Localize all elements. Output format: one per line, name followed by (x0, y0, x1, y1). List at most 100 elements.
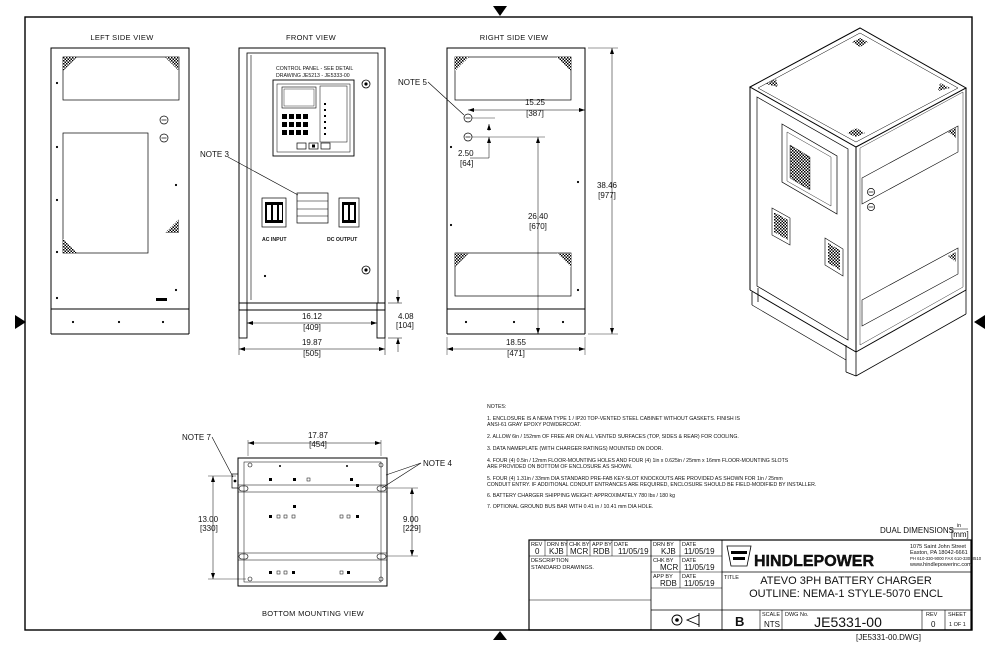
note-line: 4. FOUR (4) 0.5in / 12mm FLOOR-MOUNTING … (487, 458, 789, 464)
dual-dimensions-label: DUAL DIMENSIONS (880, 526, 954, 535)
note-4-callout: NOTE 4 (423, 459, 452, 468)
notes-block: NOTES: 1. ENCLOSURE IS A NEMA TYPE 1 / I… (487, 404, 816, 510)
note-5-callout: NOTE 5 (398, 78, 427, 87)
tb-drawn-by-value: KJB (661, 547, 676, 556)
right-side-view: RIGHT SIDE VIEW NOTE 5 15.25 [387] (398, 33, 618, 358)
bottom-width-dim: 17.87 (308, 431, 329, 440)
sheet-size-value: B (735, 614, 744, 629)
knockout-x-dim: 15.25 (525, 98, 546, 107)
control-panel-label-2: DRAWING JE5213 - JE5333-00 (276, 73, 350, 79)
front-inner-width-mm: [409] (303, 323, 321, 332)
knockout-y-mm: [64] (460, 159, 473, 168)
tb-chk-header: CHK BY (569, 542, 590, 548)
tb-approved-date-value: 11/05/19 (684, 579, 715, 588)
tb-app-header: APP BY (592, 542, 612, 548)
top-center-arrow (493, 6, 507, 16)
note-line: 6. BATTERY CHARGER SHIPPING WEIGHT: APPR… (487, 493, 675, 499)
left-side-view: LEFT SIDE VIEW (50, 33, 190, 335)
dual-dimensions-unit-in: in (957, 523, 961, 529)
tb-checked-by-header: CHK BY (653, 558, 674, 564)
dc-output-label: DC OUTPUT (327, 237, 358, 243)
control-panel-label-1: CONTROL PANEL - SEE DETAIL (276, 66, 353, 72)
bottom-view-caption: BOTTOM MOUNTING VIEW (262, 609, 365, 618)
knockout-y-dim: 2.50 (458, 149, 474, 158)
depth-mm: [471] (507, 349, 525, 358)
tb-scale-value: NTS (764, 620, 780, 629)
tb-drawn-date-header: DATE (682, 542, 697, 548)
dc-output-breaker (338, 197, 360, 228)
company-address-2: Easton, PA 18042-6661 (910, 550, 968, 556)
note-line: ARE PROVIDED ON BOTTOM OF ENCLOSURE AS S… (487, 464, 632, 470)
right-view-caption: RIGHT SIDE VIEW (480, 33, 549, 42)
tb-checked-date-header: DATE (682, 558, 697, 564)
front-base-height-dim: 4.08 (398, 312, 414, 321)
tb-title-header: TITLE (724, 575, 739, 581)
tb-rev-header: REV (531, 542, 543, 548)
front-inner-width-dim: 16.12 (302, 312, 323, 321)
note-line: 3. DATA NAMEPLATE (WITH CHARGER RATINGS)… (487, 446, 663, 452)
company-logo-text: HINDLEPOWER (754, 553, 874, 570)
tb-date-header: DATE (614, 542, 629, 548)
drawing-number: JE5331-00 (814, 614, 882, 630)
ac-input-breaker (261, 197, 287, 228)
tb-approved-date-header: DATE (682, 574, 697, 580)
bottom-mounting-view: 17.87 [454] 13.00 [330] 9.00 [229] NOTE … (182, 431, 452, 618)
bottom-center-arrow (493, 631, 507, 640)
front-width-dim: 19.87 (302, 338, 323, 347)
company-address-1: 1075 Saint John Street (910, 544, 966, 550)
note-line: 1. ENCLOSURE IS A NEMA TYPE 1 / IP20 TOP… (487, 416, 741, 422)
company-website: www.hindlepowerinc.com (909, 562, 972, 568)
right-center-arrow (974, 315, 985, 329)
drawing-title-line-1: ATEVO 3PH BATTERY CHARGER (760, 575, 932, 587)
tb-drn-header: DRN BY (547, 542, 568, 548)
tb-dwg-no-header: DWG No. (785, 612, 809, 618)
drawing-title-line-2: OUTLINE: NEMA-1 STYLE-5070 ENCL (749, 588, 943, 600)
depth-dim: 18.55 (506, 338, 527, 347)
total-height-mm: [977] (598, 191, 616, 200)
title-block (528, 539, 972, 631)
note-line: 7. OPTIONAL GROUND BUS BAR WITH 0.41 in … (487, 504, 653, 510)
tb-description-value: STANDARD DRAWINGS. (531, 565, 594, 571)
tb-rev-value: 0 (535, 547, 540, 556)
tb-rev2-value: 0 (931, 620, 936, 629)
dual-dimensions-unit-mm: [mm] (951, 530, 969, 539)
bottom-width-mm: [454] (309, 440, 327, 449)
tb-app-value: RDB (593, 547, 610, 556)
note-line: 5. FOUR (4) 1.31in / 33mm DIA STANDARD P… (487, 476, 783, 482)
tb-sheet-header: SHEET (948, 612, 967, 618)
nameplate (296, 192, 329, 224)
bottom-height-dim: 13.00 (198, 515, 219, 524)
sheet-border (24, 16, 973, 631)
tb-chk-value: MCR (570, 547, 588, 556)
note-line: CONDUIT ENTRY. IF ADDITIONAL CONDUIT ENT… (487, 482, 816, 488)
front-base-height-mm: [104] (396, 321, 414, 330)
lift-height-dim: 26.40 (528, 212, 549, 221)
note-line: ANSI-61 GRAY EPOXY POWDERCOAT. (487, 422, 581, 428)
bottom-height-mm: [330] (200, 524, 218, 533)
front-view: FRONT VIEW CONTROL PANEL - SEE DETAIL DR… (200, 33, 414, 358)
tb-approved-by-value: RDB (660, 579, 677, 588)
tb-approved-by-header: APP BY (653, 574, 673, 580)
notes-title: NOTES: (487, 404, 506, 410)
knockout-x-mm: [387] (526, 109, 544, 118)
ac-input-label: AC INPUT (262, 237, 287, 243)
isometric-view (748, 27, 968, 377)
company-phone: PH 610-330-9000 FAX 610-330-8510 (910, 556, 982, 561)
control-panel (272, 79, 355, 157)
tb-scale-header: SCALE (762, 612, 780, 618)
tb-checked-by-value: MCR (660, 563, 678, 572)
left-view-caption: LEFT SIDE VIEW (90, 33, 154, 42)
tb-drawn-date-value: 11/05/19 (684, 547, 715, 556)
note-3-callout: NOTE 3 (200, 150, 229, 159)
total-height-dim: 38.46 (597, 181, 618, 190)
note-7-callout: NOTE 7 (182, 433, 211, 442)
tb-drawn-by-header: DRN BY (653, 542, 674, 548)
front-width-mm: [505] (303, 349, 321, 358)
left-center-arrow (15, 315, 26, 329)
tb-rev2-header: REV (926, 612, 938, 618)
tb-drn-value: KJB (549, 547, 564, 556)
note-line: 2. ALLOW 6in / 152mm OF FREE AIR ON ALL … (487, 434, 739, 440)
bottom-hole-spacing-dim: 9.00 (403, 515, 419, 524)
tb-sheet-value: 1 OF 1 (949, 622, 966, 628)
